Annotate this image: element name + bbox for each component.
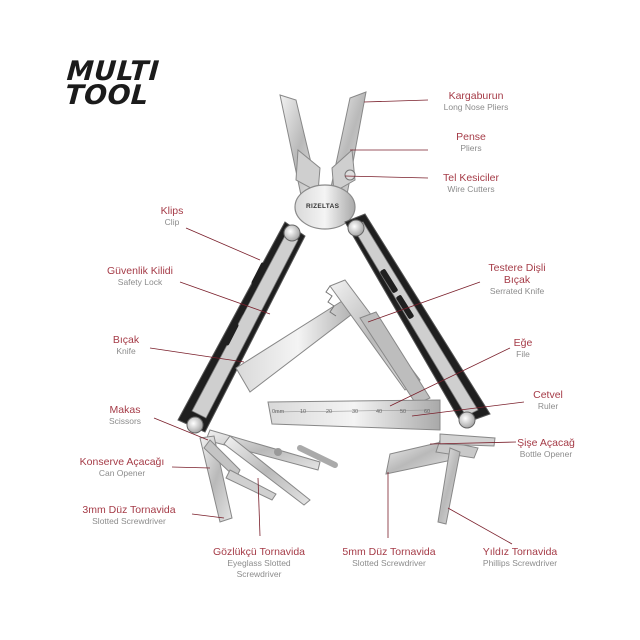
head-plate xyxy=(294,184,356,230)
label-tr: Kargaburun xyxy=(448,90,504,102)
label-guvenlik: Güvenlik Kilidi Safety Lock xyxy=(98,265,182,288)
pliers-jaws xyxy=(279,91,367,201)
label-testere: Testere Dişli Bıçak Serrated Knife xyxy=(474,262,560,297)
ruler-tick: 60 xyxy=(424,409,431,415)
label-tr: Tel Kesiciler xyxy=(442,172,500,184)
label-sise: Şişe Açacağ Bottle Opener xyxy=(510,437,582,460)
label-en: Wire Cutters xyxy=(447,184,495,194)
label-tr: Makas xyxy=(109,404,141,416)
label-en: Scissors xyxy=(108,416,142,426)
label-tr: 3mm Düz Tornavida xyxy=(82,504,176,516)
label-tr: Şişe Açacağ xyxy=(517,437,575,449)
label-en: Ruler xyxy=(537,401,559,411)
label-tel-kesiciler: Tel Kesiciler Wire Cutters xyxy=(426,172,516,195)
label-tr: Cetvel xyxy=(533,389,563,401)
file-tool xyxy=(359,311,431,405)
left-bottom-tools xyxy=(199,435,277,523)
label-cetvel: Cetvel Ruler xyxy=(520,389,576,412)
label-tr: Güvenlik Kilidi xyxy=(107,265,173,277)
label-tr: 5mm Düz Tornavida xyxy=(342,546,436,558)
label-tr: Konserve Açacağı xyxy=(79,456,165,468)
right-bottom-tools xyxy=(385,433,496,525)
ruler xyxy=(267,399,441,431)
brand-text: RIZELTAS xyxy=(306,203,340,210)
label-tr: Gözlükçü Tornavida xyxy=(212,546,306,558)
label-en: Eyeglass Slotted xyxy=(227,558,291,568)
label-tr: Yıldız Tornavida xyxy=(482,546,558,558)
product-title: MULTI TOOL xyxy=(64,56,160,111)
label-kargaburun: Kargaburun Long Nose Pliers xyxy=(426,90,526,113)
label-tr: Bıçak xyxy=(112,334,140,346)
label-makas: Makas Scissors xyxy=(98,404,152,427)
label-en: Slotted Screwdriver xyxy=(352,558,426,568)
label-en: Knife xyxy=(116,346,136,356)
label-konserve: Konserve Açacağı Can Opener xyxy=(72,456,172,479)
label-5mm: 5mm Düz Tornavida Slotted Screwdriver xyxy=(334,546,444,569)
ruler-tick: 40 xyxy=(376,409,383,415)
label-tr: Pense xyxy=(456,131,486,143)
label-tr: Bıçak xyxy=(503,274,531,286)
scissors xyxy=(205,429,338,506)
leader-lines xyxy=(149,99,525,545)
ruler-tick: 10 xyxy=(300,409,307,415)
right-handle xyxy=(344,213,491,429)
label-en: Safety Lock xyxy=(117,277,163,287)
label-3mm: 3mm Düz Tornavida Slotted Screwdriver xyxy=(74,504,184,527)
ruler-tick: 0mm xyxy=(272,409,285,415)
label-en: Long Nose Pliers xyxy=(443,102,509,112)
label-yildiz: Yıldız Tornavida Phillips Screwdriver xyxy=(470,546,570,569)
label-en: File xyxy=(516,349,530,359)
label-en: Clip xyxy=(164,217,180,227)
ruler-tick: 50 xyxy=(400,409,407,415)
label-en: Slotted Screwdriver xyxy=(92,516,166,526)
label-en: Phillips Screwdriver xyxy=(482,558,558,568)
label-bicak: Bıçak Knife xyxy=(104,334,148,357)
left-handle xyxy=(177,221,306,434)
label-pense: Pense Pliers xyxy=(426,131,516,154)
label-en: Bottle Opener xyxy=(519,449,573,459)
label-klips: Klips Clip xyxy=(152,205,192,228)
label-en: Pliers xyxy=(460,143,482,153)
label-ege: Eğe File xyxy=(498,337,548,360)
label-en: Serrated Knife xyxy=(489,286,545,296)
ruler-tick: 20 xyxy=(326,409,333,415)
ruler-tick: 30 xyxy=(352,409,359,415)
label-tr: Testere Dişli xyxy=(488,262,546,274)
label-tr: Eğe xyxy=(513,337,533,349)
label-tr: Klips xyxy=(160,205,184,217)
label-en: Screwdriver xyxy=(236,569,282,579)
label-gozlukcu: Gözlükçü Tornavida Eyeglass Slotted Scre… xyxy=(204,546,314,580)
label-en: Can Opener xyxy=(98,468,146,478)
title-line2: TOOL xyxy=(64,80,150,111)
